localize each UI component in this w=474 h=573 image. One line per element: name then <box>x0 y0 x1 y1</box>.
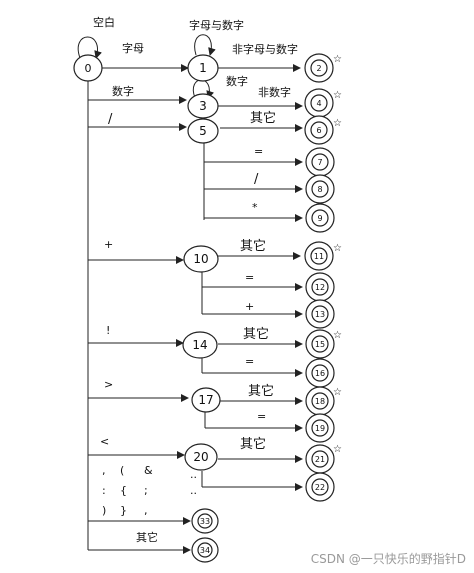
node-22: 22 <box>305 472 335 502</box>
node-5 <box>187 118 219 144</box>
node-9: 9 <box>305 203 335 233</box>
node-3 <box>187 93 219 119</box>
label-digit-a: 数字 <box>112 84 134 98</box>
label-plus: + <box>104 238 113 251</box>
node-15-label: 15 <box>315 340 325 349</box>
node-17 <box>191 387 221 413</box>
label-other-5: 其它 <box>250 110 276 126</box>
node-12: 12 <box>305 272 335 302</box>
label-other-20: 其它 <box>240 436 266 452</box>
label-plus-10: + <box>245 300 254 313</box>
delim-r2-c3: ; <box>144 484 148 497</box>
label-lt: < <box>100 435 109 448</box>
label-gt: > <box>104 378 113 391</box>
node-9-label: 9 <box>317 214 322 223</box>
label-eq-14: = <box>245 355 254 368</box>
node-7-label: 7 <box>317 158 322 167</box>
delim-r1-c2: ( <box>120 464 124 477</box>
node-8: 8 <box>305 174 335 204</box>
delim-r1-c3: & <box>144 464 153 477</box>
retract-mark-15: ☆ <box>333 330 342 341</box>
node-33-label: 33 <box>200 517 210 526</box>
node-4-label: 4 <box>316 99 321 108</box>
delim-r1-c1: , <box>102 464 106 477</box>
label-dots-b: ·· <box>190 487 197 500</box>
node-14 <box>182 331 218 359</box>
label-slash: / <box>108 112 113 127</box>
label-letter: 字母 <box>122 41 144 55</box>
label-blank: 空白 <box>93 15 115 29</box>
node-20 <box>184 443 218 471</box>
delim-r2-c1: : <box>102 484 106 497</box>
node-21: 21 <box>305 444 335 474</box>
retract-mark-21: ☆ <box>333 444 342 455</box>
node-18-label: 18 <box>315 397 325 406</box>
node-1 <box>187 54 219 82</box>
node-19: 19 <box>305 413 335 443</box>
node-18: 18 <box>305 386 335 416</box>
delim-r3-c3: , <box>144 504 148 517</box>
node-7: 7 <box>305 147 335 177</box>
node-21-label: 21 <box>315 455 325 464</box>
delim-r3-c1: ) <box>102 504 106 517</box>
node-13-label: 13 <box>315 310 325 319</box>
node-0-label: 0 <box>85 62 92 75</box>
node-34-label: 34 <box>200 546 210 555</box>
label-non-letter-digit: 非字母与数字 <box>232 42 298 56</box>
node-16: 16 <box>305 358 335 388</box>
retract-mark-4: ☆ <box>333 90 342 101</box>
node-15: 15 <box>305 329 335 359</box>
node-22-label: 22 <box>315 483 325 492</box>
watermark: CSDN @一只快乐的野指针D <box>310 552 466 566</box>
loop-1 <box>194 34 216 56</box>
node-14-label: 14 <box>192 338 207 352</box>
node-4: 4 <box>304 88 334 118</box>
node-20-label: 20 <box>193 450 208 464</box>
node-34-inner <box>197 542 213 558</box>
retract-mark-18: ☆ <box>333 387 342 398</box>
label-bang: ! <box>106 324 110 337</box>
label-non-digit: 非数字 <box>258 85 291 99</box>
label-eq-10: = <box>245 271 254 284</box>
node-1-label: 1 <box>199 61 207 75</box>
node-10 <box>183 245 219 273</box>
node-6: 6 <box>304 115 334 145</box>
node-0 <box>73 54 103 82</box>
label-dots-a: ·· <box>190 471 197 484</box>
label-other-last: 其它 <box>136 530 158 544</box>
node-2-label: 2 <box>316 64 321 73</box>
node-19-label: 19 <box>315 424 325 433</box>
label-eq-17: = <box>257 410 266 423</box>
node-33-inner <box>197 513 213 529</box>
loop-0 <box>77 36 102 59</box>
node-2: 2 <box>304 53 334 83</box>
delim-r3-c2: } <box>120 504 127 517</box>
node-5-label: 5 <box>199 124 207 138</box>
node-10-label: 10 <box>193 252 208 266</box>
retract-mark-6: ☆ <box>333 118 342 129</box>
label-other-17: 其它 <box>248 383 274 399</box>
label-star-5: * <box>252 201 258 214</box>
node-16-label: 16 <box>315 369 325 378</box>
retract-mark-2: ☆ <box>333 54 342 65</box>
node-8-label: 8 <box>317 185 322 194</box>
label-other-14: 其它 <box>243 326 269 342</box>
retract-mark-11: ☆ <box>333 243 342 254</box>
label-eq-5: = <box>254 145 263 158</box>
node-11-label: 11 <box>314 252 324 261</box>
node-17-label: 17 <box>198 393 213 407</box>
node-13: 13 <box>305 299 335 329</box>
node-11: 11 <box>304 241 334 271</box>
label-letter-or-digit: 字母与数字 <box>189 18 244 32</box>
node-12-label: 12 <box>315 283 325 292</box>
node-6-label: 6 <box>316 126 321 135</box>
delim-r2-c2: { <box>120 484 127 497</box>
label-slash-5: / <box>254 172 259 187</box>
label-other-10: 其它 <box>240 238 266 254</box>
label-digit-b: 数字 <box>226 74 248 88</box>
node-3-label: 3 <box>199 99 207 113</box>
